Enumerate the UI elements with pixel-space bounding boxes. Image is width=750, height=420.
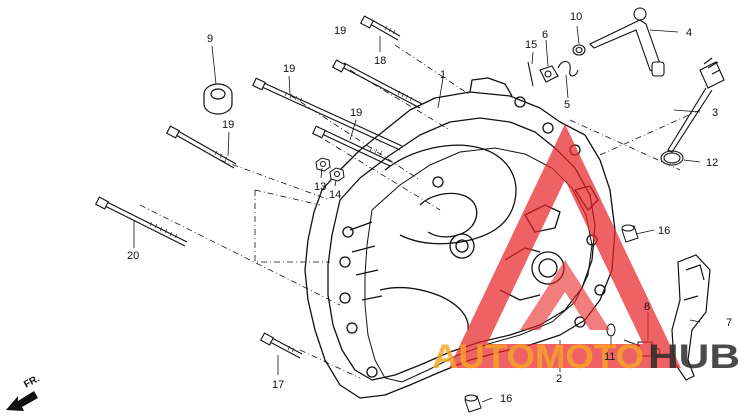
label-part-12: 12: [706, 157, 718, 169]
cover-gasket: [364, 147, 593, 383]
label-part-1: 1: [440, 69, 446, 81]
watermark-logo: AUTOMOTO HUB: [432, 124, 740, 376]
right-crankcase-cover: [304, 77, 616, 399]
label-part-11: 11: [604, 351, 615, 363]
bolts: [94, 15, 423, 359]
label-part-5: 5: [564, 99, 570, 111]
label-part-19b: 19: [283, 63, 295, 75]
label-part-2: 2: [556, 373, 562, 385]
label-part-16a: 16: [658, 225, 670, 237]
label-part-18: 18: [374, 55, 386, 67]
label-part-15: 15: [525, 39, 537, 51]
label-part-4: 4: [686, 27, 692, 39]
label-part-14: 14: [329, 189, 341, 201]
label-part-8: 8: [644, 301, 650, 313]
watermark-text-dark: HUB: [648, 338, 740, 376]
label-part-6: 6: [542, 29, 548, 41]
part-number-labels: 1 2 3 4 5 6 7 8 9 10 11 12 13 14 15 16 1…: [127, 11, 732, 405]
front-direction-indicator: FR.: [6, 373, 42, 411]
nuts: [315, 157, 345, 182]
label-part-10: 10: [570, 11, 582, 23]
oil-dipstick: [660, 57, 725, 166]
assembly-leader-lines: [139, 44, 701, 379]
watermark-arrow: [520, 260, 610, 330]
bolt-threads: [149, 25, 413, 353]
label-part-13: 13: [314, 181, 326, 193]
label-part-7: 7: [726, 317, 732, 329]
front-direction-label: FR.: [22, 373, 42, 390]
kick-arm-assembly: [527, 7, 665, 87]
label-part-19c: 19: [350, 107, 362, 119]
oil-seal: [203, 83, 233, 115]
label-part-3: 3: [712, 107, 718, 119]
label-part-19a: 19: [334, 25, 346, 37]
watermark-triangle: [449, 124, 681, 368]
label-part-19d: 19: [222, 119, 234, 131]
label-part-17: 17: [272, 379, 284, 391]
dowel-pins: [464, 224, 639, 413]
watermark-text-orange: AUTOMOTO: [432, 338, 644, 376]
label-part-20: 20: [127, 250, 139, 262]
label-part-16b: 16: [500, 393, 512, 405]
front-arrow-icon: [6, 391, 38, 411]
label-part-9: 9: [207, 33, 213, 45]
side-cover-plate: [671, 254, 711, 381]
